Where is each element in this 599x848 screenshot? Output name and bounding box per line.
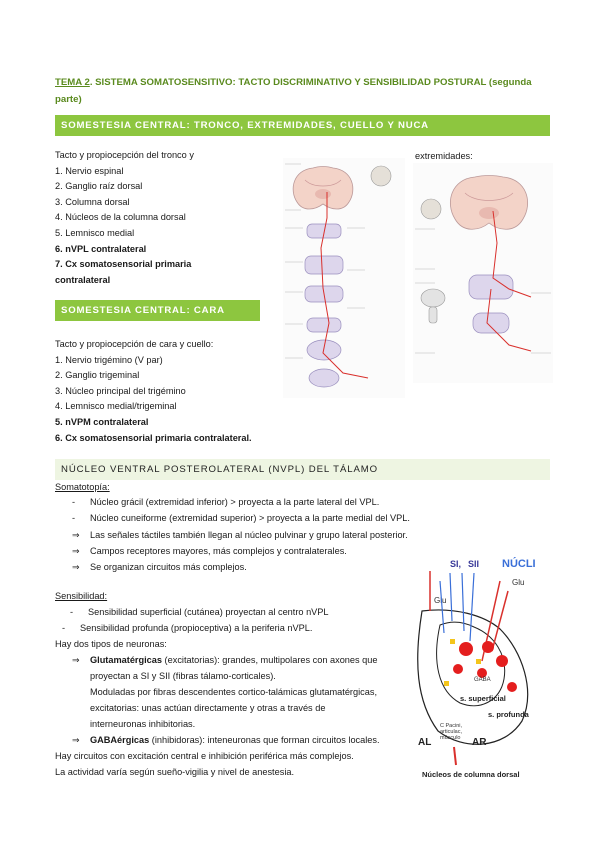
pons-slice (304, 255, 344, 275)
list-item: -Sensibilidad profunda (propioceptiva) a… (62, 623, 313, 633)
medulla-slice (472, 312, 510, 334)
arrow-icon: ⇒ (72, 655, 80, 665)
list-item: 7. Cx somatosensorial primaria (55, 259, 192, 270)
list-item: 2. Ganglio trigeminal (55, 370, 140, 381)
list-item: 5. Lemnisco medial (55, 227, 135, 238)
section-header-tronco: SOMESTESIA CENTRAL: TRONCO, EXTREMIDADES… (55, 115, 550, 136)
list-item: 1. Nervio trigémino (V par) (55, 354, 163, 365)
pathway-line (486, 288, 532, 352)
list-item: 4. Núcleos de la columna dorsal (55, 212, 186, 223)
somatotopia-label: Somatotopía: (55, 482, 110, 492)
medulla-lower-slice (306, 317, 342, 333)
list-item: ⇒Se organizan circuitos más complejos. (72, 559, 408, 575)
label-s-superficial: s. superficial (460, 694, 506, 703)
label-gaba: GABA (474, 677, 491, 683)
list-item: 5. nVPM contralateral (55, 416, 149, 427)
label-al: AL (418, 737, 431, 748)
pathway-line (320, 192, 369, 379)
pons-slice (468, 274, 514, 300)
title-text: . SISTEMA SOMATOSENSITIVO: TACTO DISCRIM… (55, 77, 532, 105)
arrow-icon: ⇒ (72, 735, 80, 745)
brain-orientation-icon (420, 198, 442, 220)
pathway-line (492, 210, 532, 298)
intro-cara: Tacto y propiocepción de cara y cuello: (55, 339, 214, 349)
arrow-up (453, 746, 457, 766)
label-nucl: NÚCLI (502, 557, 536, 570)
label-ar: AR (472, 737, 487, 748)
figure-nvpl-circuit: SI, SII NÚCLI Glu Glu GABA s. superficia… (404, 551, 552, 781)
list-item: 2. Ganglio raíz dorsal (55, 181, 143, 192)
arrow-icon: ⇒ (72, 530, 80, 540)
list-item: 6. Cx somatosensorial primaria contralat… (55, 432, 252, 443)
label-glu-right: Glu (512, 578, 524, 587)
list-item: ⇒Campos receptores mayores, más complejo… (72, 543, 408, 559)
list-item: 6. nVPL contralateral (55, 243, 147, 254)
dash-list: -Núcleo grácil (extremidad inferior) > p… (72, 494, 410, 526)
label-pacini: C Pacini, (440, 723, 462, 729)
blue-fibers (439, 572, 475, 642)
caption-nucleos: Núcleos de columna dorsal (422, 770, 520, 779)
glut-block: ⇒Glutamatérgicas (excitatorias): grandes… (72, 652, 380, 748)
label-s-profunda: s. profunda (488, 710, 530, 719)
spinal-cord-lower-slice (308, 368, 340, 388)
sens-list: -Sensibilidad superficial (cutánea) proy… (62, 604, 329, 636)
tipos-neuronas: Hay dos tipos de neuronas: (55, 639, 167, 649)
arrow-icon: ⇒ (72, 562, 80, 572)
arrow-list: ⇒Las señales táctiles también llegan al … (72, 527, 408, 575)
sensibilidad-label: Sensibilidad: (55, 591, 108, 601)
brain-coronal-section (450, 175, 528, 230)
label-musculo: músculo (440, 735, 460, 741)
section-header-cara: SOMESTESIA CENTRAL: CARA (55, 300, 260, 321)
section-header-nvpl: NÚCLEO VENTRAL POSTEROLATERAL (NVPL) DEL… (55, 459, 550, 480)
label-sii: SII (468, 559, 479, 569)
list-item: ⇒Las señales táctiles también llegan al … (72, 527, 408, 543)
closing-text: Hay circuitos con excitación central e i… (55, 751, 354, 777)
list-item: contralateral (55, 274, 111, 285)
nucleus-outline (417, 609, 529, 745)
inner-outline (436, 621, 506, 707)
brainstem-icon (420, 288, 446, 324)
title-tema: TEMA 2 (55, 77, 90, 88)
intro-extremidades: extremidades: (415, 151, 473, 161)
list-item: 1. Nervio espinal (55, 165, 124, 176)
label-si: SI, (450, 559, 461, 569)
brain-orientation-icon (370, 165, 392, 187)
interneuron-cells (444, 639, 481, 686)
list-tronco: Tacto y propiocepción del tronco y 1. Ne… (55, 148, 194, 288)
neuron-cells (453, 641, 517, 692)
list-item: -Núcleo grácil (extremidad inferior) > p… (72, 497, 380, 507)
brain-coronal-section (292, 166, 354, 210)
list-cara: Tacto y propiocepción de cara y cuello: … (55, 337, 252, 446)
list-item: 4. Lemnisco medial/trigeminal (55, 401, 177, 412)
figure-cara-pathway (413, 163, 553, 383)
document-title: TEMA 2. SISTEMA SOMATOSENSITIVO: TACTO D… (55, 74, 555, 108)
list-item: -Núcleo cuneiforme (extremidad superior)… (72, 513, 410, 523)
list-item: -Sensibilidad superficial (cutánea) proy… (70, 607, 329, 617)
label-glu-left: Glu (434, 596, 446, 605)
list-item: 3. Núcleo principal del trigémino (55, 385, 186, 396)
arrow-icon: ⇒ (72, 546, 80, 556)
intro-tronco: Tacto y propiocepción del tronco y (55, 150, 194, 160)
label-articulac: articulac, (440, 729, 462, 735)
list-item: 3. Columna dorsal (55, 196, 130, 207)
figure-tronco-pathway (283, 158, 405, 398)
